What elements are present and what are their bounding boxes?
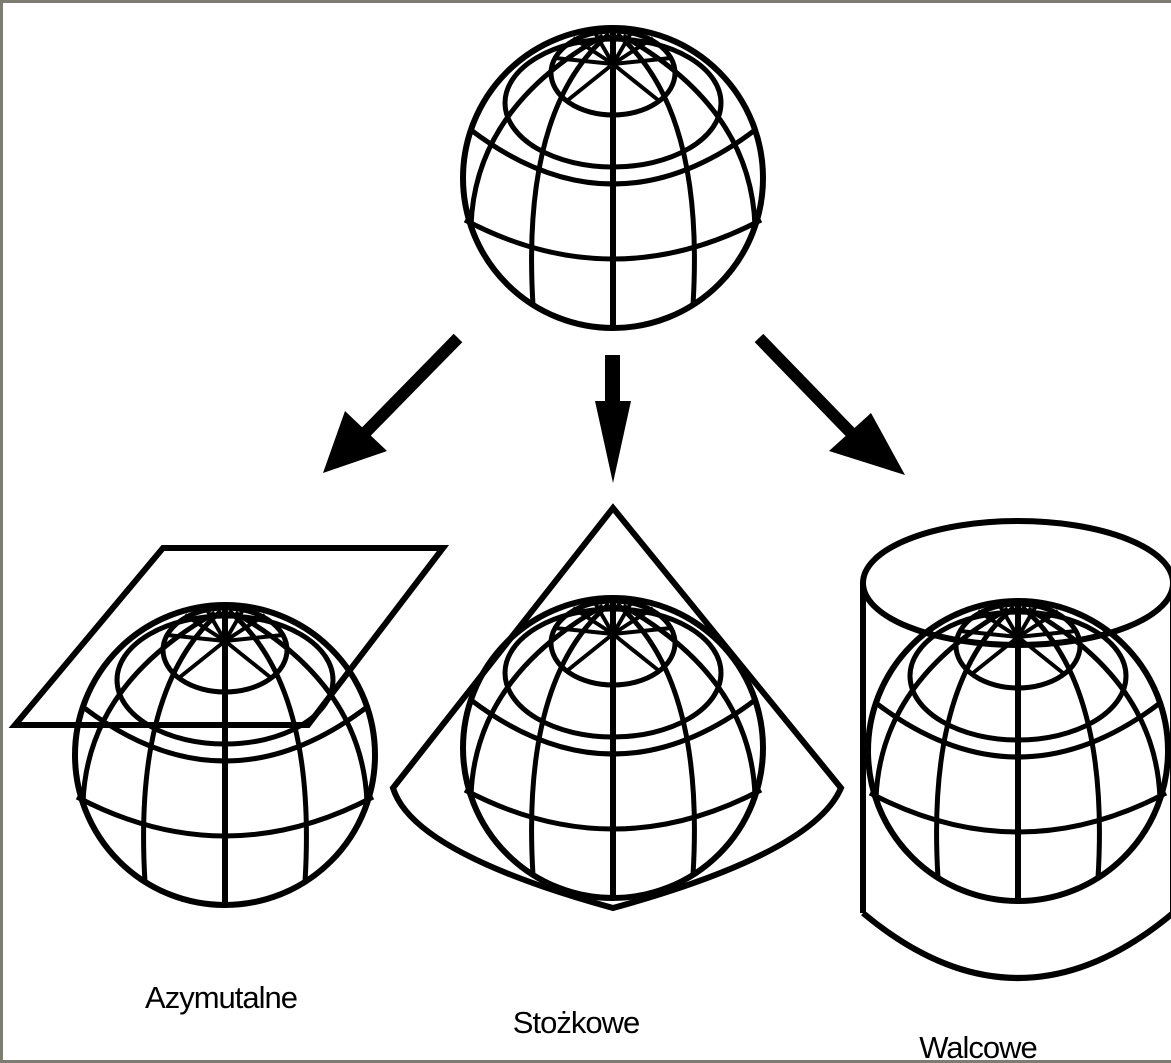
label-azimuthal: Azymutalne: [145, 980, 297, 1015]
arrow-left: [323, 338, 458, 473]
arrow-down: [595, 355, 631, 483]
top-globe: [463, 28, 763, 328]
cylindrical-projection: [863, 521, 1171, 978]
projection-diagram: Azymutalne Stożkowe Walcowe: [3, 3, 1171, 1063]
label-cylindrical: Walcowe: [919, 1030, 1037, 1063]
arrow-right: [759, 338, 905, 475]
conic-projection: [393, 508, 841, 908]
azimuthal-projection: [15, 548, 443, 905]
label-conic: Stożkowe: [513, 1005, 639, 1040]
